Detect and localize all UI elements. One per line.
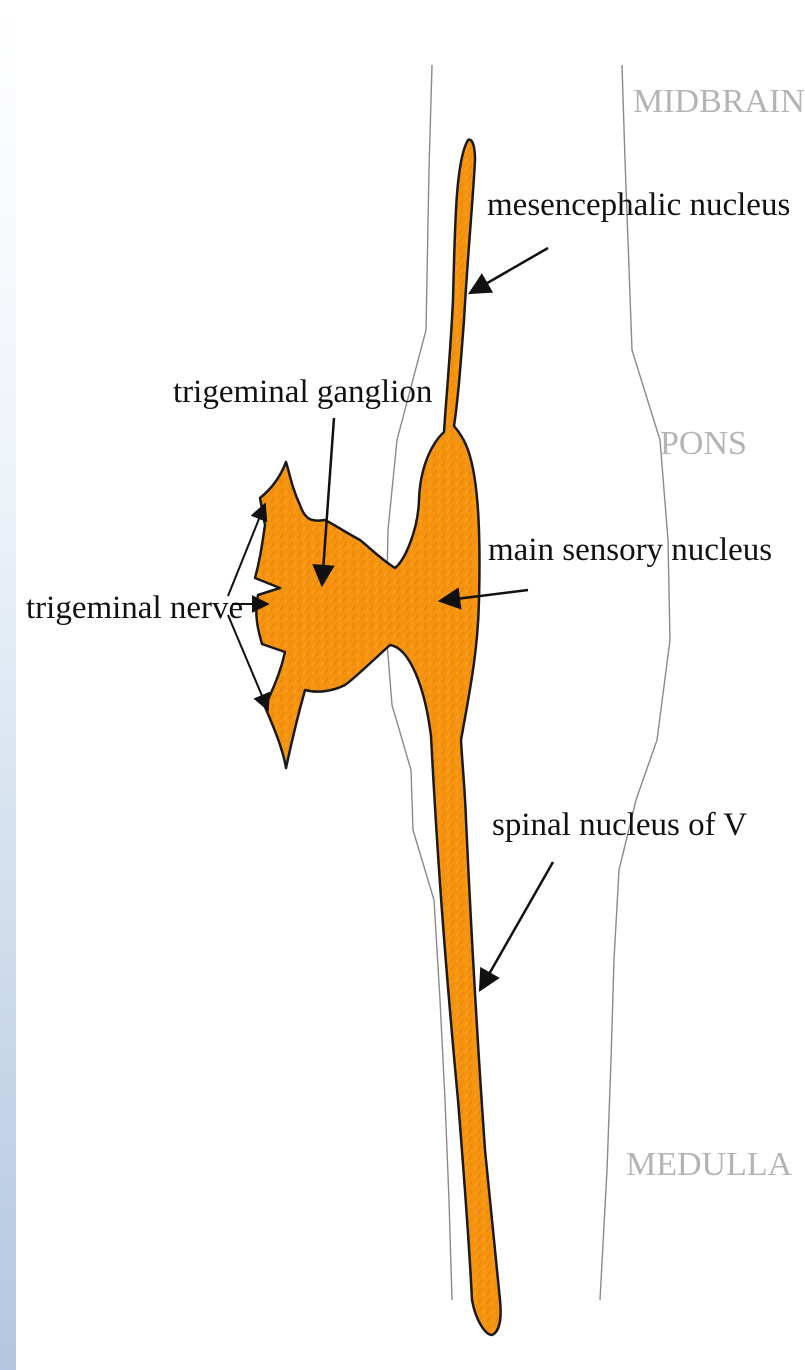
label-spinal-nucleus-of-v: spinal nucleus of V bbox=[492, 807, 747, 843]
trigeminal-nuclei-shape bbox=[255, 140, 501, 1335]
arrow-spinal-nucleus bbox=[480, 862, 553, 990]
arrow-nerve-upper bbox=[228, 504, 265, 596]
brainstem-right-outline bbox=[600, 65, 670, 1300]
region-label-pons: PONS bbox=[660, 425, 747, 462]
region-label-midbrain: MIDBRAIN bbox=[633, 83, 805, 120]
label-main-sensory-nucleus: main sensory nucleus bbox=[488, 532, 772, 568]
region-label-medulla: MEDULLA bbox=[626, 1146, 793, 1183]
label-mesencephalic-nucleus: mesencephalic nucleus bbox=[487, 187, 790, 223]
label-trigeminal-ganglion: trigeminal ganglion bbox=[173, 374, 432, 410]
label-trigeminal-nerve: trigeminal nerve bbox=[26, 590, 243, 626]
arrow-mesencephalic bbox=[470, 248, 548, 293]
